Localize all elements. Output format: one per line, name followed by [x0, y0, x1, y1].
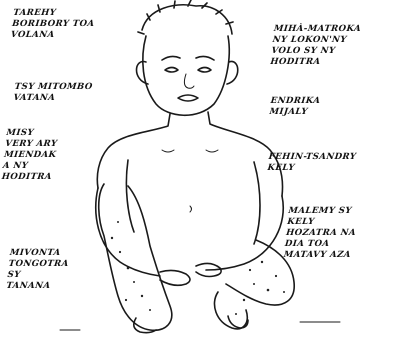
label-right-1: MIHÀ-MATROKA NY LOKON'NY VOLO SY NY HODI… [270, 24, 362, 68]
hair [138, 0, 233, 34]
label-right-3: FEHIN-TSANDRY KELY [267, 152, 357, 174]
label-right-2: ENDRIKA MIJALY [269, 96, 321, 118]
chest-lines [162, 150, 218, 212]
mouth [178, 95, 198, 101]
eyes [165, 68, 211, 73]
hands [160, 263, 221, 285]
right-arm [206, 196, 283, 270]
head-outline [143, 36, 229, 115]
ground-lines [60, 322, 340, 330]
label-left-4: MIVONTA TONGOTRA SY TANANA [6, 248, 71, 292]
label-right-4: MALEMY SY KELY HOZATRA NA DIA TOA MATAVY… [283, 206, 359, 261]
raised-leg [99, 184, 172, 330]
nose [184, 74, 194, 88]
eyebrows [162, 56, 214, 60]
shoulders [97, 112, 282, 196]
label-left-2: TSY MITOMBO VATANA [13, 82, 93, 104]
label-top-left: TAREHY BORIBORY TOA VOLANA [10, 8, 96, 41]
label-left-3: MISY VERY ARY MIENDAK A NY HODITRA [1, 128, 59, 183]
